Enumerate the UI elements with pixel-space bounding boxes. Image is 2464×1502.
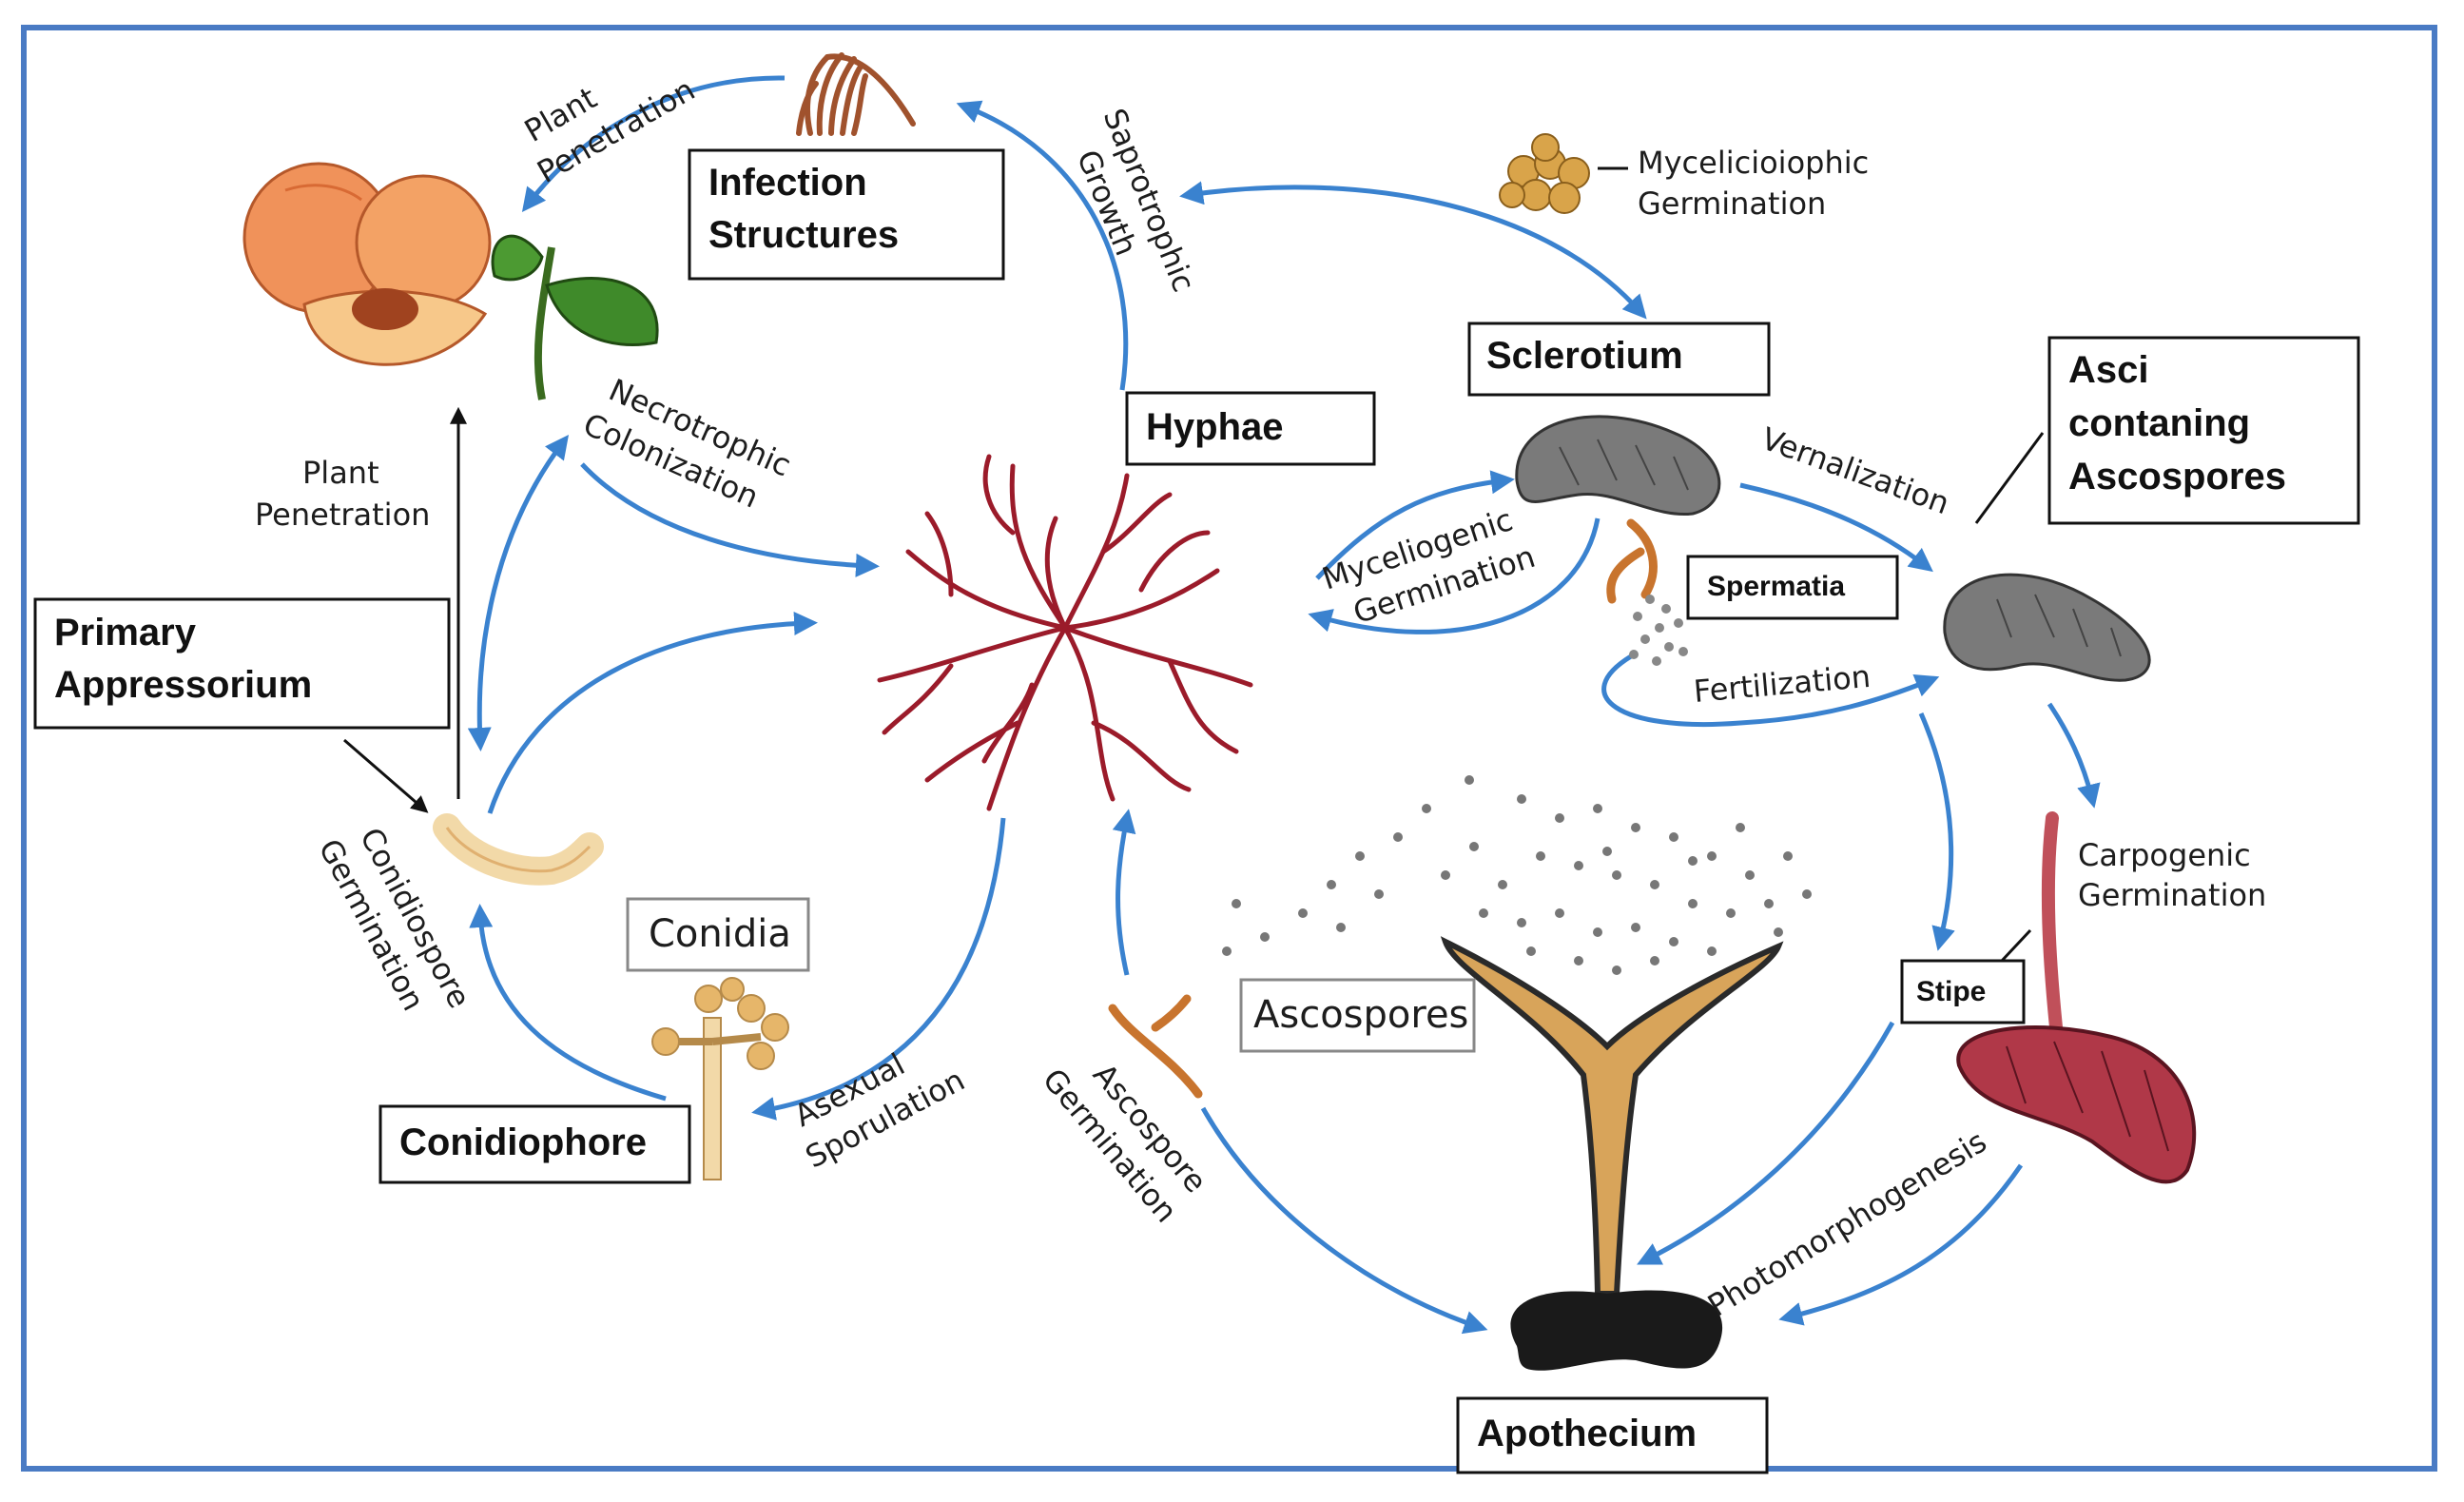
line-stipe-pointer: [2000, 928, 2032, 963]
fertilization-label: Fertilization: [1692, 658, 1872, 710]
ascospore-germination-illustration: [1108, 994, 1203, 1099]
photomorphogenesis-label: Photomorphogenesis: [1701, 1123, 1992, 1324]
asexual-sporulation-label: Asexual Sporulation: [788, 1046, 971, 1176]
asci-line1: Asci: [2068, 349, 2149, 391]
vernalization-text: Vernalization: [1756, 420, 1954, 522]
infection-structures-line2: Structures: [708, 214, 899, 256]
sclerotium-label: Sclerotium: [1467, 322, 1771, 397]
conidiophore-text: Conidiophore: [399, 1122, 647, 1163]
appressorium-illustration: [433, 813, 604, 886]
leaf-illustration: [491, 234, 659, 400]
fertilization-text: Fertilization: [1692, 658, 1872, 710]
arrow-myceliogenic-double: [1315, 470, 1515, 580]
stipe-text: Stipe: [1916, 976, 1986, 1007]
ascospore-germination-label: Ascospore Germination: [1036, 1057, 1214, 1230]
sclerotium-text: Sclerotium: [1486, 335, 1683, 377]
fertilized-sclerotium-illustration: [1943, 573, 2151, 682]
necrotrophic-colonization-label: Necrotrophic Colonization: [578, 372, 797, 516]
arrow-hyphae-to-infection: [956, 100, 1129, 391]
conidiophore-label: Conidiophore: [378, 1104, 691, 1184]
primary-appressorium-line1: Primary: [54, 612, 197, 653]
plant-penetration-left-label: Plant Penetration: [255, 455, 430, 533]
conidiophore-illustration: [651, 977, 789, 1180]
arrow-saprotrophic-double: [1179, 181, 1647, 320]
arrow-ascospore-to-apothecium: [1200, 1106, 1488, 1335]
mycelioiophic-germination-line2: Germination: [1638, 185, 1826, 222]
apothecium-text: Apothecium: [1477, 1413, 1697, 1454]
carpogenic-germination-line1: Carpogenic: [2078, 837, 2251, 873]
arrow-conidiophore-to-appressorium: [469, 904, 667, 1102]
spermatia-text: Spermatia: [1707, 571, 1845, 602]
primary-appressorium-label: Primary Appressorium: [33, 597, 451, 730]
arrow-appressorium-pointer: [343, 738, 429, 813]
conidia-text: Conidia: [649, 912, 791, 956]
arrow-infection-to-peach: [521, 75, 786, 212]
arrow-sclerotium-to-stipe: [1918, 712, 1955, 951]
plant-penetration-top-label: Plant Penetration: [518, 71, 701, 190]
carpogenic-stipe-illustration: [1956, 811, 2197, 1184]
arrow-necrotrophic-colonization: [580, 462, 880, 577]
arrow-appressorium-to-hyphae: [487, 612, 818, 814]
plant-penetration-left-line1: Plant: [302, 455, 379, 491]
plant-penetration-left-line2: Penetration: [255, 497, 430, 533]
arrow-vernalization: [1739, 482, 1933, 573]
infection-structures-label: Infection Structures: [688, 148, 1005, 281]
spermatia-dots: [1629, 595, 1688, 666]
asci-line3: Ascospores: [2068, 456, 2286, 497]
carpogenic-germination-label: Carpogenic Germination: [2078, 837, 2266, 913]
ascospores-text: Ascospores: [1253, 993, 1468, 1037]
arrow-photomorphogenesis: [1778, 1163, 2024, 1326]
arrow-hyphae-to-conidia: [751, 817, 1006, 1121]
asci-line2: contaning: [2068, 402, 2250, 444]
infection-structures-line1: Infection: [708, 162, 867, 204]
primary-appressorium-line2: Appressorium: [54, 664, 312, 706]
sclerotium-illustration: [1515, 415, 1721, 517]
hyphae-text: Hyphae: [1146, 406, 1284, 448]
saprotrophic-growth-label: Saprotrophic Growth: [1070, 104, 1202, 297]
mycelioiophic-germination-line1: Mycelicioiophic: [1638, 145, 1869, 181]
cycle-arrows: [343, 75, 2101, 1335]
arrow-stipe-to-apothecium: [1637, 1021, 1895, 1265]
asci-label: Asci contaning Ascospores: [2047, 336, 2360, 525]
line-asci-pointer: [1974, 432, 2045, 524]
stipe-label: Stipe: [1900, 959, 2026, 1024]
spermatia-illustration: [1606, 518, 1658, 604]
mycelioiophic-germination-label: Mycelicioiophic Germination: [1638, 145, 1869, 222]
hyphae-illustration: [877, 454, 1253, 811]
spermatia-label: Spermatia: [1686, 555, 1899, 620]
carpogenic-germination-line2: Germination: [2078, 877, 2266, 913]
vernalization-label: Vernalization: [1756, 420, 1954, 522]
apothecium-label: Apothecium: [1456, 1396, 1769, 1474]
arrow-ascospore-to-hyphae: [1112, 809, 1136, 976]
conidia-label: Conidia: [626, 897, 810, 972]
arrow-asci-to-carpogenic: [2047, 702, 2101, 809]
peach-illustration: [243, 162, 492, 366]
hyphae-label: Hyphae: [1125, 391, 1376, 466]
infection-structures-illustration: [796, 52, 916, 136]
photomorphogenesis-text: Photomorphogenesis: [1701, 1123, 1992, 1324]
arrow-fertilization: [1601, 653, 1940, 728]
ascospore-cloud: [1222, 775, 1812, 975]
ascospores-label: Ascospores: [1239, 978, 1476, 1053]
arrow-myceliogenic-return: [1308, 517, 1601, 634]
apothecium-illustration: [1440, 936, 1784, 1371]
arrow-plant-double-left: [467, 435, 570, 751]
mycelioiophic-sclerotia-illustration: [1499, 133, 1590, 214]
